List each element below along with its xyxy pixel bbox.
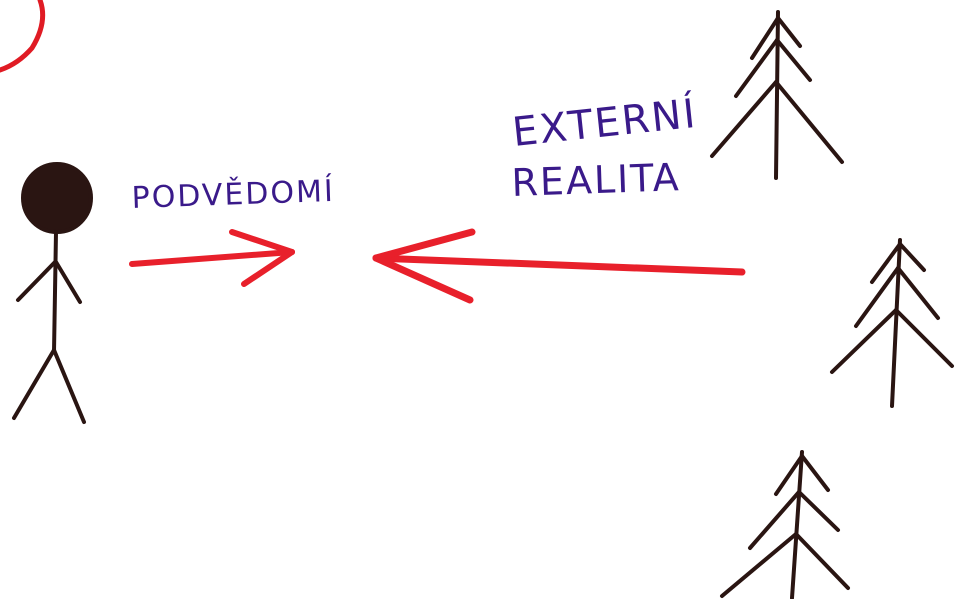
external-label-line1: EXTERNÍ (510, 89, 699, 156)
figure-head (21, 162, 93, 234)
external-label-line2: REALITA (511, 155, 681, 205)
pine-tree-icon (720, 450, 850, 599)
stick-figure-icon (12, 162, 93, 424)
pine-tree-icon (830, 238, 954, 408)
arrow-left-red (372, 228, 746, 304)
figure-right-leg (52, 348, 86, 424)
figure-left-arm (16, 260, 57, 302)
figure-left-leg (12, 348, 56, 420)
red-circle-arc (0, 0, 46, 73)
subconscious-label: PODVĚDOMÍ (131, 173, 335, 216)
figure-right-arm (54, 260, 82, 304)
figure-body (52, 230, 58, 354)
arrow-right-red (129, 229, 295, 287)
pine-tree-icon (710, 10, 844, 180)
